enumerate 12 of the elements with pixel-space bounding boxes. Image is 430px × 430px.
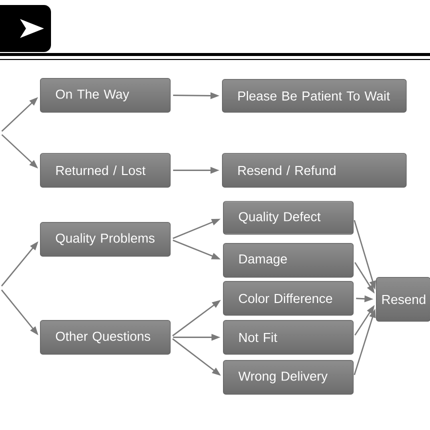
process-box: Resend / Refund: [222, 153, 407, 188]
process-box: Other Questions: [40, 320, 171, 355]
process-box: Wrong Delivery: [223, 360, 354, 395]
process-box: Not Fit: [223, 320, 354, 355]
process-box: Quality Defect: [223, 201, 354, 235]
process-box: Please Be Patient To Wait: [222, 79, 407, 113]
process-box: On The Way: [40, 78, 171, 113]
process-box: Damage: [223, 243, 354, 278]
process-box: Quality Problems: [40, 222, 171, 257]
process-box: Returned / Lost: [40, 153, 171, 188]
process-box: Color Difference: [223, 281, 354, 316]
process-box: Resend: [376, 277, 430, 322]
